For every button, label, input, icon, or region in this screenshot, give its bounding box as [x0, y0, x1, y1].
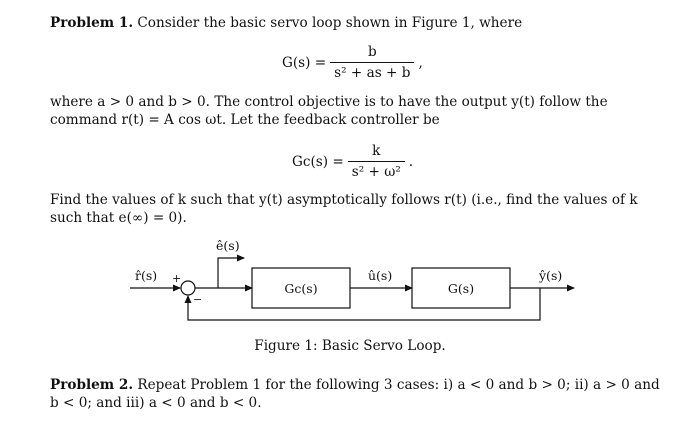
plant-eq-denominator: s² + as + b [330, 62, 415, 81]
plant-eq-trail: , [418, 54, 423, 71]
problem2-label: Problem 2. [50, 377, 134, 393]
output-label: ŷ(s) [538, 268, 562, 283]
ctrl-eq-denominator: s² + ω² [347, 161, 405, 180]
input-label: r̂(s) [135, 268, 157, 283]
plant-transfer-function: G(s) = b s² + as + b , [282, 44, 423, 81]
figure-caption: Figure 1: Basic Servo Loop. [254, 338, 446, 354]
problem2-text: Repeat Problem 1 for the following 3 cas… [50, 377, 660, 411]
ctrl-eq-trail: . [408, 153, 414, 170]
control-label: û(s) [368, 268, 392, 283]
plant-label: G(s) [448, 281, 474, 296]
error-label: ê(s) [216, 238, 240, 253]
problem1-intro: Problem 1. Consider the basic servo loop… [50, 14, 660, 32]
problem2: Problem 2. Repeat Problem 1 for the foll… [50, 376, 660, 412]
ctrl-eq-numerator: k [372, 143, 381, 159]
plant-eq-fraction: b s² + as + b [330, 44, 415, 81]
minus-sign: − [193, 293, 202, 306]
problem1-conditions: where a > 0 and b > 0. The control objec… [50, 94, 608, 128]
problem1-label: Problem 1. [50, 15, 134, 31]
ctrl-eq-lhs: Gc(s) = [292, 153, 344, 170]
problem1-question: Find the values of k such that y(t) asym… [50, 192, 638, 226]
ctrl-eq-fraction: k s² + ω² [347, 143, 405, 180]
error-tap-line [217, 254, 245, 288]
servo-loop-diagram: r̂(s) + − ê(s) Gc(s) û(s) G(s) ŷ(s) [130, 238, 575, 321]
plus-sign: + [172, 272, 181, 285]
controller-label: Gc(s) [284, 281, 317, 296]
feedback-line [184, 288, 541, 321]
problem1-intro-text: Consider the basic servo loop shown in F… [133, 15, 523, 31]
plant-eq-numerator: b [367, 44, 377, 60]
controller-block [251, 267, 351, 309]
controller-transfer-function: Gc(s) = k s² + ω² . [292, 143, 413, 180]
plant-eq-lhs: G(s) = [282, 54, 327, 71]
